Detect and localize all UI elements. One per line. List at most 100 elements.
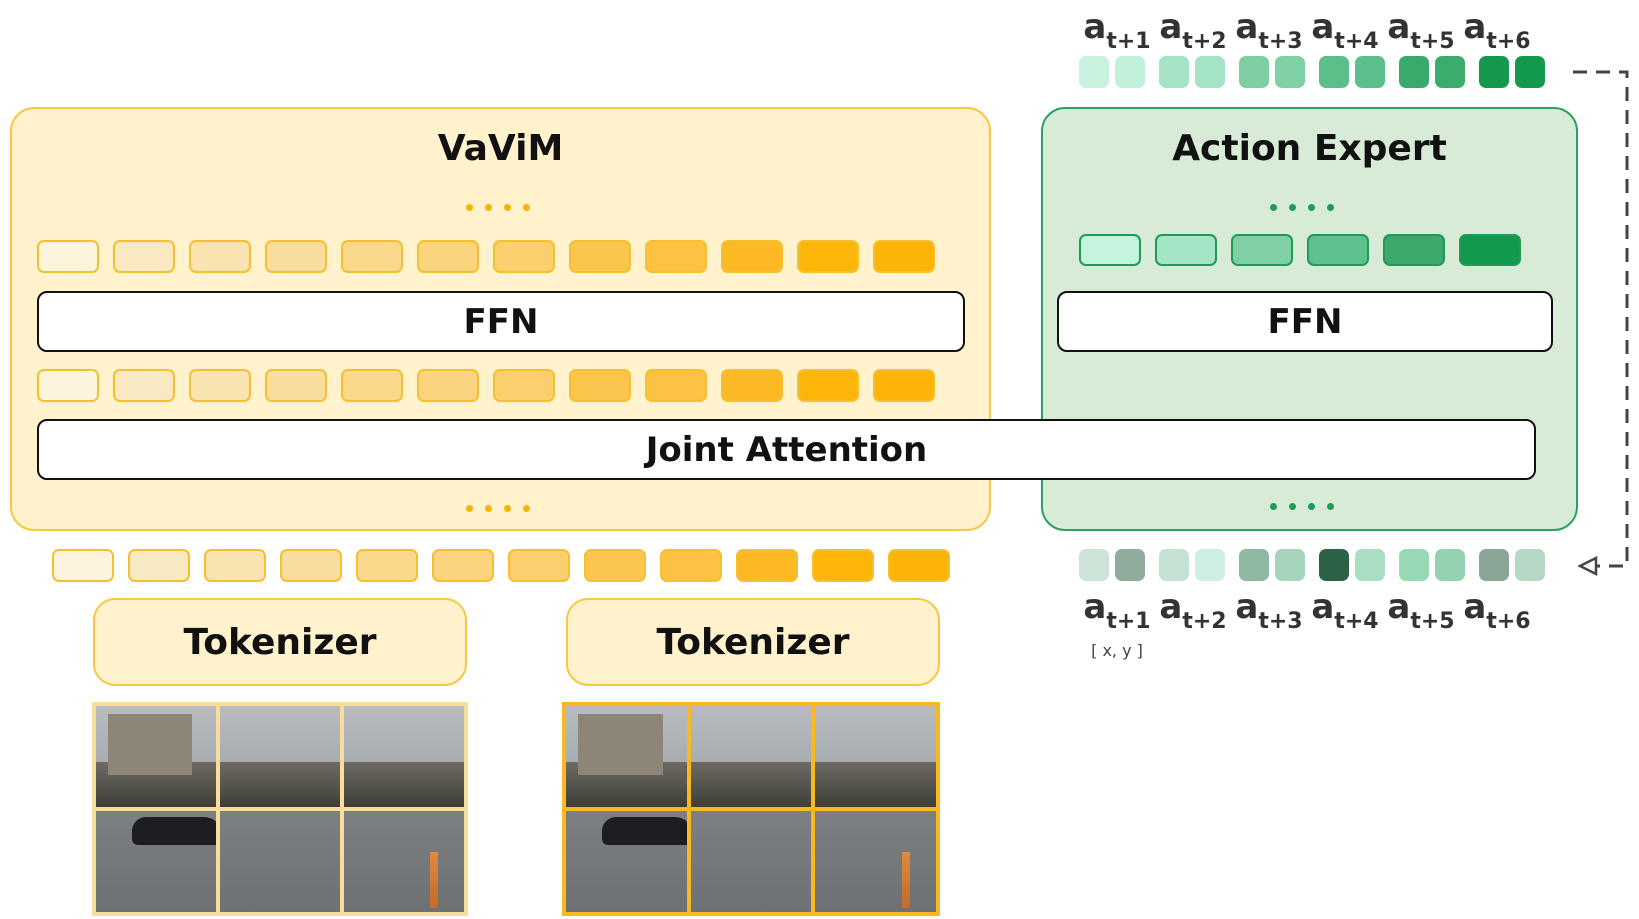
feedback-arrow	[1573, 70, 1629, 577]
input-action-token	[1079, 549, 1109, 581]
action-expert-token	[1079, 234, 1141, 266]
ellipsis-dot	[504, 505, 511, 512]
input-frame-left	[92, 702, 468, 916]
image-patch	[815, 811, 936, 912]
visual-token	[736, 549, 798, 582]
vavim-token	[265, 240, 327, 273]
action-expert-token	[1155, 234, 1217, 266]
label-base: a	[1311, 7, 1335, 47]
tokenizer-right: Tokenizer	[566, 598, 940, 686]
label-subscript: t+1	[1106, 29, 1151, 54]
image-patch	[690, 706, 812, 807]
action-label: at+3	[1231, 590, 1307, 660]
output-action-token	[1195, 56, 1225, 88]
output-action-tokens	[1079, 56, 1545, 88]
ellipsis-dot	[504, 204, 511, 211]
vavim-token	[113, 240, 175, 273]
action-expert-token	[1383, 234, 1445, 266]
output-action-token	[1079, 56, 1109, 88]
label-subscript: t+4	[1334, 609, 1379, 634]
label-subscript: t+3	[1258, 609, 1303, 634]
action-label: at+1[ x, y ]	[1079, 590, 1155, 660]
image-patch	[815, 706, 936, 807]
input-action-token	[1515, 549, 1545, 581]
vavim-token	[645, 369, 707, 402]
ellipsis-dot	[1308, 204, 1315, 211]
label-base: a	[1083, 7, 1107, 47]
label-base: a	[1463, 7, 1487, 47]
input-action-token	[1355, 549, 1385, 581]
output-action-token	[1319, 56, 1349, 88]
ellipsis-dot	[1327, 204, 1334, 211]
ellipsis-dot	[1270, 204, 1277, 211]
image-patch	[344, 706, 464, 807]
action-expert-token-row	[1079, 234, 1521, 266]
action-expert-token	[1307, 234, 1369, 266]
visual-token	[356, 549, 418, 582]
output-action-token	[1239, 56, 1269, 88]
image-patch	[566, 706, 687, 807]
image-patch	[220, 706, 340, 807]
ellipsis-dot	[485, 505, 492, 512]
label-subscript: t+2	[1182, 29, 1227, 54]
ellipsis-dot	[1270, 503, 1277, 510]
input-action-tokens	[1079, 549, 1545, 581]
vavim-token	[721, 240, 783, 273]
ellipsis-dot	[1308, 503, 1315, 510]
vavim-token	[721, 369, 783, 402]
label-base: a	[1159, 587, 1183, 627]
ellipsis-dot	[1289, 204, 1296, 211]
input-action-token	[1319, 549, 1349, 581]
image-patch	[344, 811, 464, 912]
visual-token	[812, 549, 874, 582]
input-action-token	[1115, 549, 1145, 581]
vavim-ffn-block: FFN	[37, 291, 965, 352]
action-expert-title: Action Expert	[1172, 128, 1447, 169]
vavim-token	[493, 369, 555, 402]
input-action-token	[1195, 549, 1225, 581]
vavim-token-row-upper	[37, 240, 935, 273]
image-patch	[96, 706, 216, 807]
label-base: a	[1235, 7, 1259, 47]
label-subscript: t+5	[1410, 29, 1455, 54]
action-label: at+2	[1155, 590, 1231, 660]
vavim-token	[873, 240, 935, 273]
vavim-token	[797, 369, 859, 402]
label-base: a	[1387, 7, 1411, 47]
action-expert-ffn-block: FFN	[1057, 291, 1553, 352]
label-base: a	[1463, 587, 1487, 627]
vavim-ellipsis-top	[466, 204, 530, 211]
arrowhead-icon	[1577, 555, 1598, 577]
action-expert-ellipsis-bottom	[1270, 503, 1334, 510]
vavim-token	[37, 369, 99, 402]
vavim-token	[189, 369, 251, 402]
vavim-token	[493, 240, 555, 273]
image-patch	[566, 811, 687, 912]
input-action-token	[1479, 549, 1509, 581]
ellipsis-dot	[1327, 503, 1334, 510]
action-expert-ellipsis-top	[1270, 204, 1334, 211]
vavim-token	[113, 369, 175, 402]
label-subscript: t+3	[1258, 29, 1303, 54]
visual-token	[660, 549, 722, 582]
visual-token	[280, 549, 342, 582]
action-expert-token	[1231, 234, 1293, 266]
output-action-token	[1515, 56, 1545, 88]
action-label: at+1	[1079, 10, 1155, 53]
input-visual-tokens	[52, 549, 950, 582]
label-subscript: t+1	[1106, 609, 1151, 634]
visual-token	[204, 549, 266, 582]
vavim-token	[417, 369, 479, 402]
input-action-token	[1399, 549, 1429, 581]
visual-token	[888, 549, 950, 582]
label-subscript: t+4	[1334, 29, 1379, 54]
visual-token	[508, 549, 570, 582]
input-action-token	[1275, 549, 1305, 581]
vavim-token	[645, 240, 707, 273]
action-label: at+3	[1231, 10, 1307, 53]
action-expert-token	[1459, 234, 1521, 266]
ellipsis-dot	[1289, 503, 1296, 510]
input-action-token	[1239, 549, 1269, 581]
